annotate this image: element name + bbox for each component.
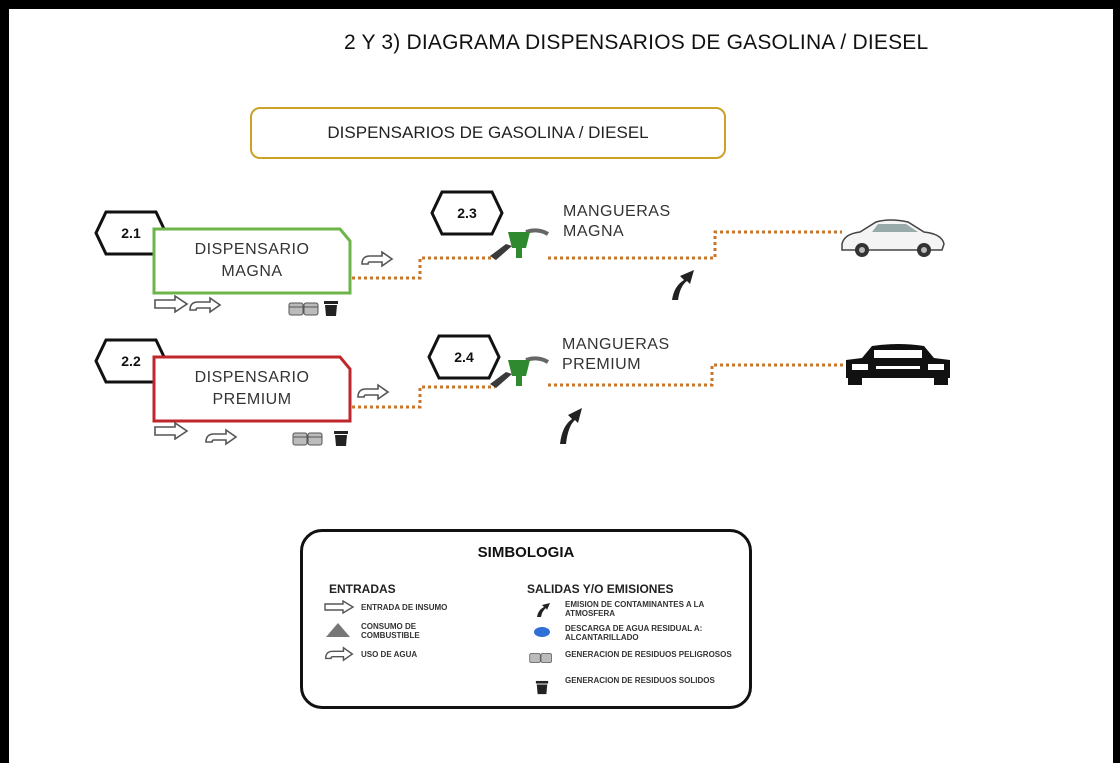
- legend-output-1: EMISION DE CONTAMINANTES A LA ATMOSFERA: [565, 600, 704, 618]
- trash-icon: [324, 301, 338, 316]
- node-2-2-label: 2.2: [121, 353, 141, 369]
- flow-line-magna-hose: [548, 230, 842, 260]
- hose-magna-line1: MANGUERAS: [563, 203, 671, 220]
- dispenser-magna-line2: MAGNA: [221, 263, 283, 280]
- water-tap-icon: [324, 646, 354, 662]
- nozzle-icon: [490, 356, 550, 388]
- legend-output-3: GENERACION DE RESIDUOS PELIGROSOS: [565, 650, 732, 659]
- legend-input-2: CONSUMO DE COMBUSTIBLE: [361, 622, 420, 640]
- hose-magna-line2: MAGNA: [563, 223, 625, 240]
- dispenser-premium: DISPENSARIO PREMIUM: [152, 355, 352, 428]
- barrels-icon: [529, 653, 552, 663]
- flow-line-premium-dispenser: [352, 385, 495, 409]
- dispenser-magna-line1: DISPENSARIO: [194, 241, 310, 258]
- arrow-icon: [324, 600, 355, 614]
- fuel-triangle-icon: [326, 623, 350, 637]
- hose-premium-line2: PREMIUM: [562, 356, 642, 373]
- flow-line-premium-hose: [548, 363, 845, 387]
- water-drop-icon: [534, 627, 550, 637]
- dispenser-magna: DISPENSARIO MAGNA: [152, 227, 352, 300]
- node-2-1: 2.1: [94, 210, 168, 261]
- legend-output-4: GENERACION DE RESIDUOS SOLIDOS: [565, 676, 715, 685]
- flow-line-magna-dispenser: [352, 256, 495, 280]
- legend-input-1: ENTRADA DE INSUMO: [361, 603, 448, 612]
- legend-title: SIMBOLOGIA: [477, 544, 575, 561]
- water-tap-icon: [189, 296, 222, 314]
- legend-input-3: USO DE AGUA: [361, 650, 418, 659]
- node-2-4-label: 2.4: [454, 349, 474, 365]
- arrow-icon: [154, 422, 189, 440]
- trash-icon: [535, 680, 549, 695]
- emission-icon: [672, 270, 694, 300]
- dispenser-premium-line1: DISPENSARIO: [194, 369, 310, 386]
- barrels-icon: [292, 432, 323, 446]
- trash-icon: [334, 431, 348, 446]
- hose-magna-label: MANGUERAS MAGNA: [563, 202, 671, 242]
- node-2-1-label: 2.1: [121, 225, 141, 241]
- node-2-4: 2.4: [427, 334, 501, 385]
- arrow-icon: [154, 295, 189, 313]
- hose-premium-line1: MANGUERAS: [562, 336, 670, 353]
- header-box-label: DISPENSARIOS DE GASOLINA / DIESEL: [327, 123, 649, 142]
- car-icon: [841, 219, 945, 257]
- emission-icon: [560, 408, 582, 444]
- water-tap-icon: [361, 250, 394, 268]
- header-box: DISPENSARIOS DE GASOLINA / DIESEL: [250, 107, 726, 159]
- nozzle-icon: [490, 228, 550, 260]
- water-tap-icon: [205, 428, 238, 446]
- legend-outputs-header: SALIDAS Y/O EMISIONES: [527, 582, 674, 596]
- hose-premium-label: MANGUERAS PREMIUM: [562, 335, 670, 375]
- dispenser-premium-line2: PREMIUM: [212, 391, 292, 408]
- water-tap-icon: [357, 383, 390, 401]
- page-title: 2 Y 3) DIAGRAMA DISPENSARIOS DE GASOLINA…: [344, 31, 929, 54]
- legend-output-2: DESCARGA DE AGUA RESIDUAL A: ALCANTARILL…: [565, 624, 703, 642]
- legend-box: SIMBOLOGIA ENTRADAS SALIDAS Y/O EMISIONE…: [300, 529, 752, 709]
- node-2-3: 2.3: [430, 190, 504, 241]
- node-2-3-label: 2.3: [457, 205, 477, 221]
- barrels-icon: [288, 302, 319, 316]
- legend-inputs-header: ENTRADAS: [329, 582, 396, 596]
- emission-icon: [537, 603, 550, 617]
- car-icon: [846, 344, 950, 385]
